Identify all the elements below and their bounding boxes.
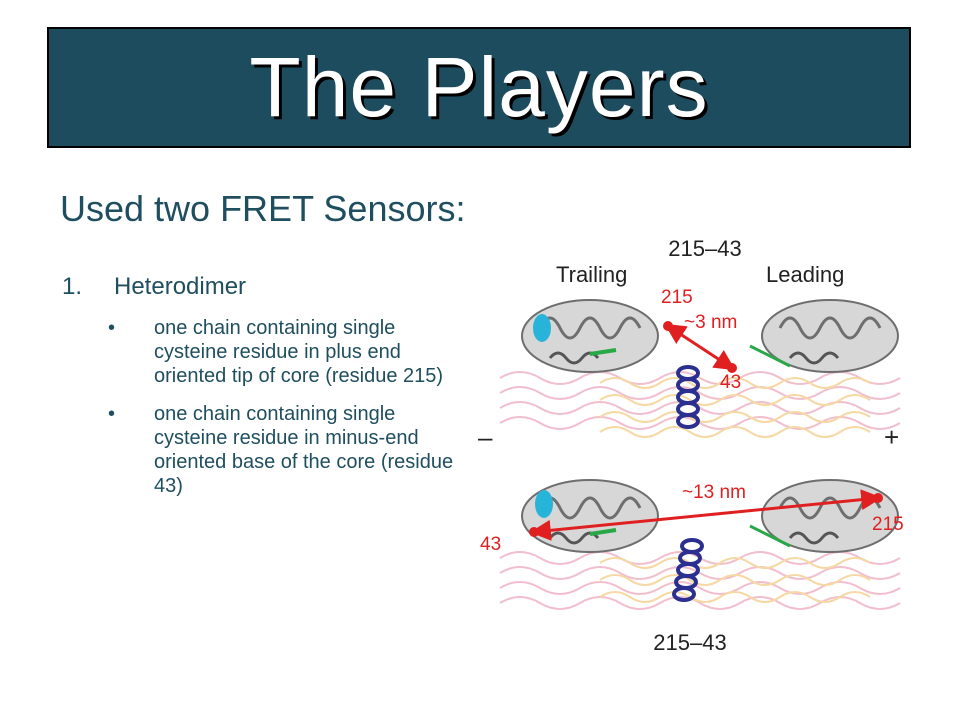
neck-helix-bottom bbox=[672, 538, 704, 602]
residue-dot bbox=[663, 321, 673, 331]
trailing-label: Trailing bbox=[556, 262, 627, 287]
residue-dot bbox=[727, 363, 737, 373]
bottom-panel-label: 215–43 bbox=[653, 630, 726, 655]
minus-end-label: – bbox=[478, 422, 493, 452]
distance-label-bottom: ~13 nm bbox=[682, 482, 746, 503]
slide-title: The Players bbox=[249, 40, 709, 134]
bullet-icon: • bbox=[108, 317, 116, 339]
bullet-list: • one chain containing single cysteine r… bbox=[62, 316, 462, 498]
top-panel: 215–43 Trailing Leading 215 43 ~3 nm bbox=[499, 236, 901, 438]
top-panel-label: 215–43 bbox=[668, 236, 741, 261]
list-item-title: Heterodimer bbox=[114, 273, 247, 300]
bullet-item: • one chain containing single cysteine r… bbox=[62, 402, 462, 498]
list-item-heading: 1. Heterodimer bbox=[62, 272, 462, 302]
fret-sensor-figure: 215–43 Trailing Leading 215 43 ~3 nm – + bbox=[470, 228, 940, 668]
leading-head bbox=[749, 299, 899, 373]
neck-helix-top bbox=[676, 365, 700, 429]
residue-a-label-bottom: 215 bbox=[872, 514, 904, 535]
slide-subtitle: Used two FRET Sensors: bbox=[60, 188, 466, 229]
trailing-head bbox=[521, 299, 659, 373]
bottom-panel: 43 215 ~13 nm 215–43 bbox=[480, 479, 904, 655]
bullet-icon: • bbox=[108, 403, 116, 425]
residue-dot bbox=[529, 527, 539, 537]
distance-label-top: ~3 nm bbox=[684, 312, 737, 333]
bullet-text: one chain containing single cysteine res… bbox=[154, 403, 454, 497]
bullet-item: • one chain containing single cysteine r… bbox=[62, 316, 462, 388]
sensor-list: 1. Heterodimer • one chain containing si… bbox=[62, 272, 462, 512]
fret-arrow-bottom bbox=[529, 489, 883, 541]
plus-end-label: + bbox=[884, 422, 899, 452]
trailing-head-bottom bbox=[521, 479, 659, 553]
residue-dot bbox=[873, 493, 883, 503]
microtubule-lattice-top bbox=[499, 371, 901, 438]
residue-b-label: 43 bbox=[720, 372, 741, 393]
fret-diagram: 215–43 Trailing Leading 215 43 ~3 nm – + bbox=[478, 236, 904, 655]
title-bar: The Players bbox=[47, 27, 911, 148]
list-item-number: 1. bbox=[62, 273, 83, 300]
leading-label: Leading bbox=[766, 262, 844, 287]
microtubule-lattice-bottom bbox=[499, 551, 901, 610]
fret-arrow-top bbox=[664, 323, 736, 371]
residue-a-label: 215 bbox=[661, 287, 693, 308]
bullet-text: one chain containing single cysteine res… bbox=[154, 317, 444, 387]
residue-b-label-bottom: 43 bbox=[480, 534, 501, 555]
